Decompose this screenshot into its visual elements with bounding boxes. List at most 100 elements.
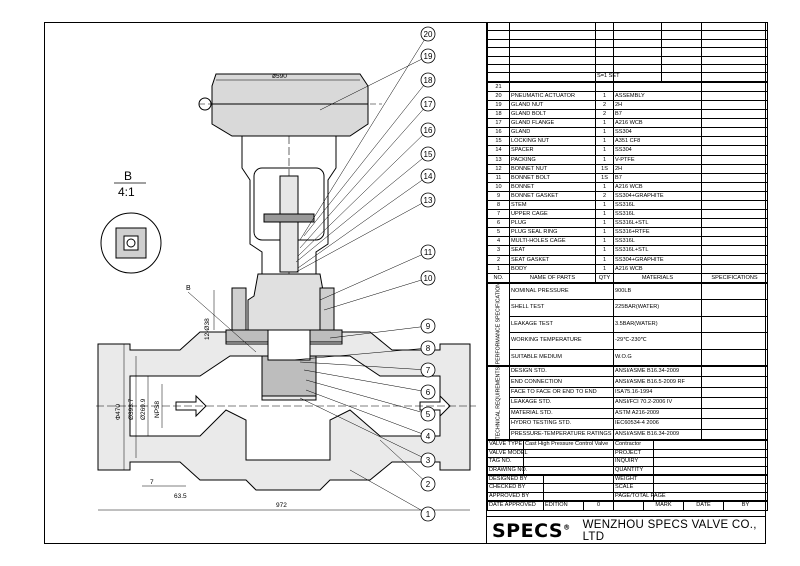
performance-key: NOMINAL PRESSURE xyxy=(509,282,614,301)
callout-1: 1 xyxy=(426,510,431,519)
part-name: GLAND xyxy=(509,127,596,138)
header-specifications: SPECIFICATIONS xyxy=(701,272,768,283)
part-material: SS316+RTFE xyxy=(613,227,702,238)
callout-19: 19 xyxy=(424,52,433,61)
part-spec xyxy=(701,118,768,129)
info-key2: QUANTITY xyxy=(613,465,654,476)
part-name: BODY xyxy=(509,263,596,274)
info-value xyxy=(523,465,614,476)
part-qty: 1 xyxy=(595,145,614,156)
part-qty: 1 xyxy=(595,254,614,265)
technical-value: ANSI/ASME B16.5-2009 RF xyxy=(613,376,702,388)
part-material: SS316L xyxy=(613,236,702,247)
performance-value: 3.5bar(WATER) xyxy=(613,315,702,334)
part-no: 20 xyxy=(487,90,510,101)
part-name: STEM xyxy=(509,199,596,211)
part-name: PACKING xyxy=(509,154,596,165)
header-no: NO. xyxy=(487,272,510,283)
technical-row: HYDRO TESTING STD.IEC60534-4 2006 xyxy=(488,418,768,430)
part-name: BONNET xyxy=(509,181,596,192)
part-name: SEAT xyxy=(509,245,596,256)
part-spec xyxy=(701,172,768,183)
signoff-key: DESIGNED BY xyxy=(487,475,544,485)
part-no: 1 xyxy=(487,263,510,274)
performance-row: SHELL TEST225bar(WATER) xyxy=(488,299,768,317)
part-material: SS316L+STL xyxy=(613,218,702,229)
part-spec xyxy=(701,145,768,156)
company-name: WENZHOU SPECS VALVE CO., LTD xyxy=(582,518,757,543)
section-b-label: B xyxy=(186,285,191,292)
part-spec xyxy=(701,127,768,138)
technical-value: ANSI/ASME B16.34-2009 xyxy=(613,365,702,378)
part-no: 17 xyxy=(487,118,510,129)
part-qty: 1 xyxy=(595,227,614,238)
actuator-housing xyxy=(211,73,369,137)
part-spec xyxy=(701,245,768,256)
performance-key: WORKING TEMPERATURE xyxy=(509,332,614,350)
part-qty: 1S xyxy=(595,163,614,174)
technical-key: DESIGN STD. xyxy=(509,365,614,378)
detail-b-scale: 4:1 xyxy=(118,185,135,199)
header-name: NAME OF PARTS xyxy=(509,272,596,283)
part-no: 18 xyxy=(487,109,510,120)
part-qty: 1 xyxy=(595,136,614,147)
part-name: BONNET GASKET xyxy=(509,190,596,201)
dim-nps8: NPS8 xyxy=(154,401,161,418)
part-spec xyxy=(701,154,768,165)
callout-9: 9 xyxy=(426,322,431,331)
part-no: 15 xyxy=(487,136,510,147)
signoff-key: CHECKED BY xyxy=(487,483,544,493)
part-spec xyxy=(701,236,768,247)
part-name: GLAND BOLT xyxy=(509,109,596,120)
signoff-key2: WEIGHT xyxy=(613,475,654,485)
part-material: B7 xyxy=(613,109,702,120)
part-name: PNEUMATIC ACTUATOR xyxy=(509,90,596,101)
part-name: PLUG xyxy=(509,218,596,229)
dim-470: Φ470 xyxy=(115,404,122,420)
part-qty: 1 xyxy=(595,118,614,129)
technical-label: TECHNICAL REQUIREMENTS xyxy=(487,366,510,440)
part-spec xyxy=(701,181,768,192)
technical-key: MATERIAL STD. xyxy=(509,407,614,420)
callout-bubbles xyxy=(420,26,436,522)
part-material: B7 xyxy=(613,172,702,183)
callout-17: 17 xyxy=(424,100,433,109)
part-qty: 2 xyxy=(595,109,614,120)
performance-value: 225bar(WATER) xyxy=(613,299,702,317)
part-qty: 1 xyxy=(595,181,614,192)
part-material: SS304+GRAPHITE xyxy=(613,254,702,265)
technical-value: ANSI/ASME B16.34-2009 xyxy=(613,428,702,441)
part-qty: 1 xyxy=(595,154,614,165)
part-material: SS304 xyxy=(613,145,702,156)
part-no: 14 xyxy=(487,145,510,156)
part-material: ASSEMBLY xyxy=(613,90,702,101)
detail-b-title: B xyxy=(124,169,132,183)
info-key2: Contractor xyxy=(613,440,654,450)
callout-8: 8 xyxy=(426,344,431,353)
part-material: SS316L xyxy=(613,209,702,220)
info-key: TAG NO. xyxy=(487,457,524,467)
performance-value: 900Lb xyxy=(613,282,702,301)
technical-value: ISA75.16-1994 xyxy=(613,386,702,399)
signoff-key: APPROVED BY xyxy=(487,491,544,502)
part-material: A216 WCB xyxy=(613,263,702,274)
part-name: LOCKING NUT xyxy=(509,136,596,147)
performance-key: LEAKAGE TEST xyxy=(509,315,614,334)
blank-revision-grid: S=1 SET xyxy=(487,21,768,82)
